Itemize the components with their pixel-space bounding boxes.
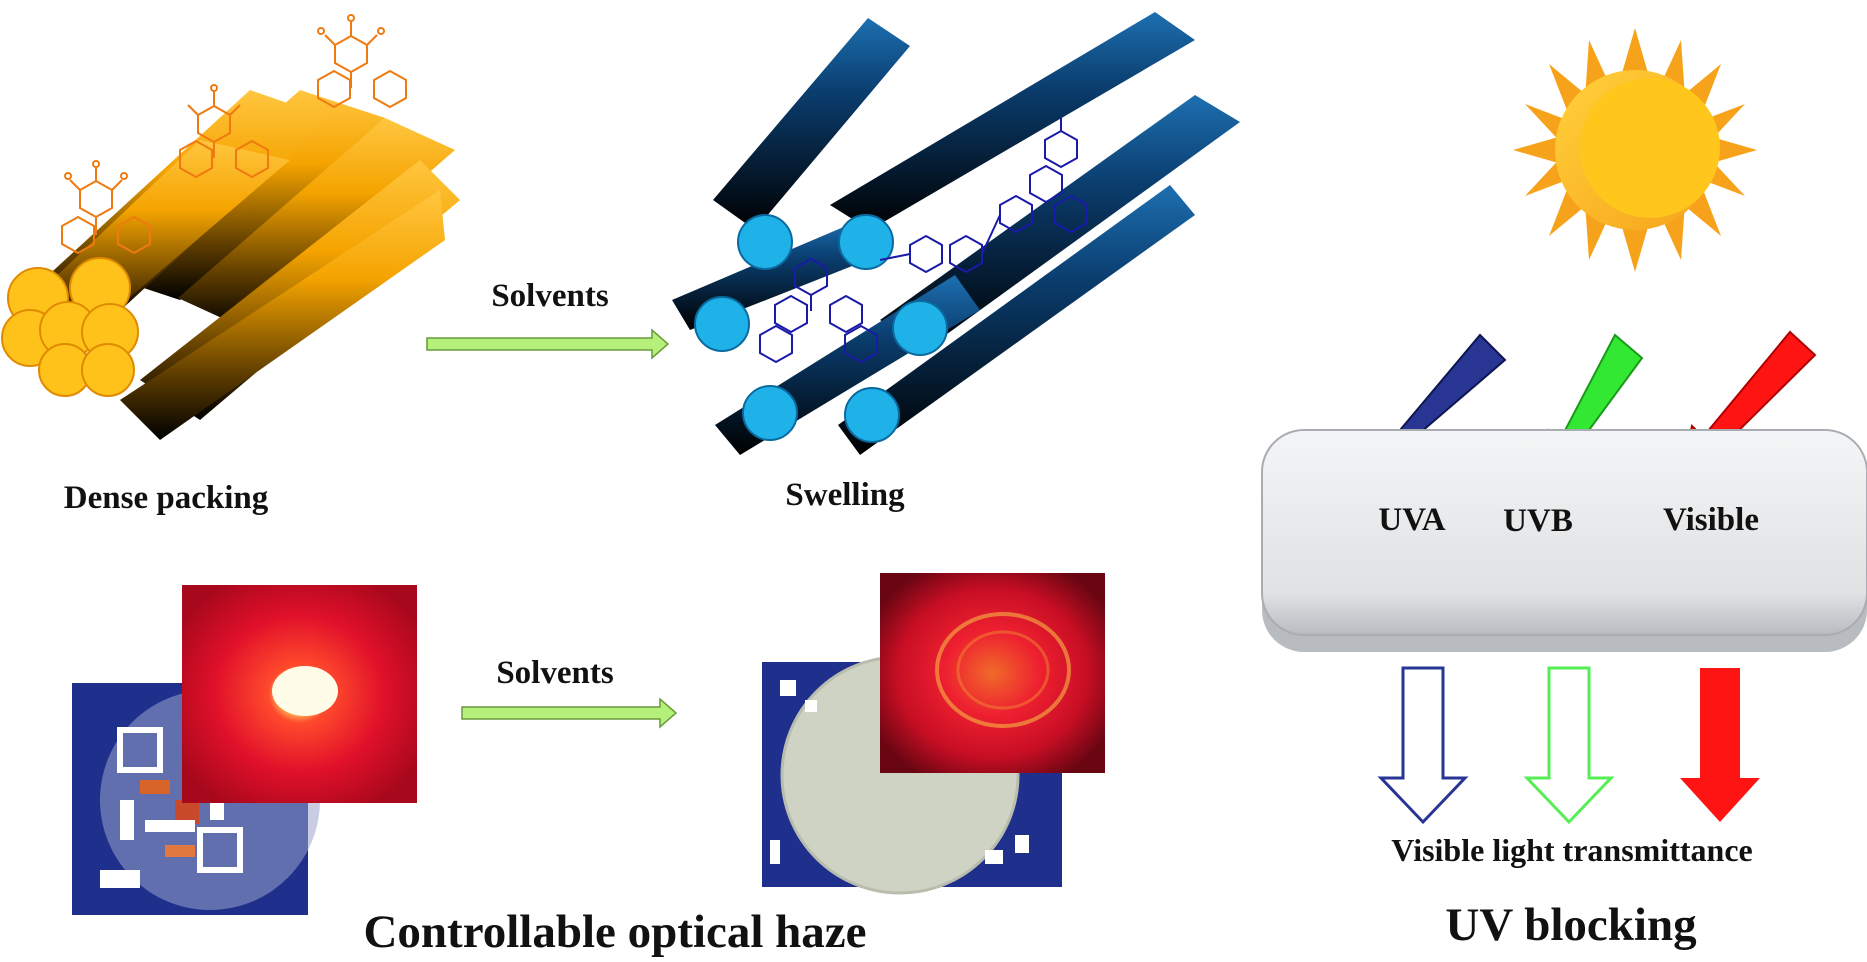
solvents-label-bottom: Solvents xyxy=(496,655,614,691)
laser-photo-after xyxy=(880,573,1105,773)
blue-rod-shaft xyxy=(838,185,1195,455)
sun-icon xyxy=(1513,28,1757,272)
uvb-blocked-hollow-arrow xyxy=(1523,666,1615,825)
dense-packing-rod-bundle xyxy=(1,14,460,440)
orange-rod-shaft xyxy=(120,190,445,440)
blue-rod-shaft xyxy=(830,12,1195,230)
dense-packing-label: Dense packing xyxy=(63,480,269,516)
blue-rod-shaft xyxy=(880,95,1240,350)
laser-spot-before xyxy=(272,666,338,716)
scattered-laser-ring-after xyxy=(935,612,1071,728)
orange-molecule-structures xyxy=(61,14,407,255)
blue-rod-end-caps xyxy=(694,214,948,443)
controllable-optical-haze-title: Controllable optical haze xyxy=(363,906,867,958)
visible-light-transmittance-label: Visible light transmittance xyxy=(1391,832,1753,868)
haze-sample-after xyxy=(762,573,1105,895)
solvents-arrow-bottom xyxy=(461,697,678,729)
uv-blocking-film-panel xyxy=(1261,429,1867,652)
uva-blocked-hollow-arrow xyxy=(1377,666,1469,825)
uvb-label: UVB xyxy=(1503,503,1573,539)
visible-transmitted-solid-arrow xyxy=(1680,668,1760,822)
uva-label: UVA xyxy=(1378,502,1446,538)
blue-rod-shaft xyxy=(713,18,910,230)
swelling-label: Swelling xyxy=(785,477,905,513)
qr-code-edges-after xyxy=(770,680,1029,864)
uv-blocking-title: UV blocking xyxy=(1445,899,1697,951)
solvents-label-top: Solvents xyxy=(491,278,609,314)
solvents-arrow-top xyxy=(426,328,670,360)
orange-rod-shaft xyxy=(178,118,455,330)
blue-molecule-structures xyxy=(759,118,1088,364)
haze-sample-before xyxy=(72,585,417,915)
orange-rod-end-caps xyxy=(1,257,139,397)
qr-code-pattern-before xyxy=(100,727,243,888)
swelling-rod-array xyxy=(672,12,1240,455)
visible-label: Visible xyxy=(1663,502,1759,538)
